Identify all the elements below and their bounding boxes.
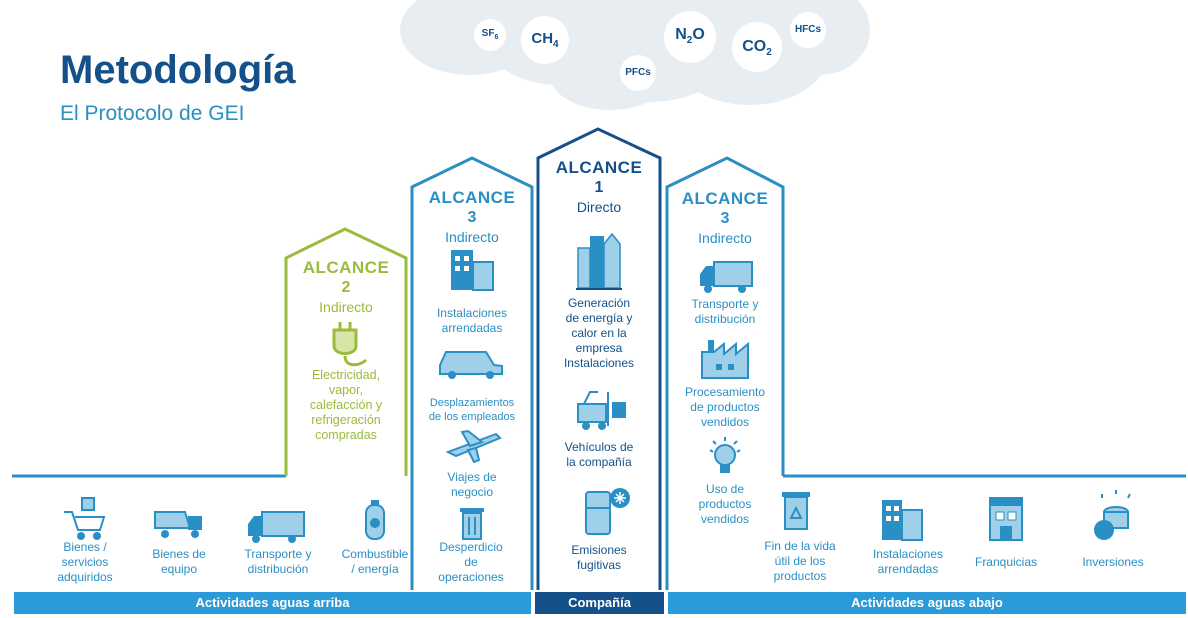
page-subtitle: El Protocolo de GEI bbox=[60, 102, 245, 125]
light-bulb-icon bbox=[709, 437, 741, 473]
scope2-type: Indirecto bbox=[319, 299, 373, 315]
scope3-upstream-house bbox=[410, 156, 534, 590]
scope2-item-electricity: Electricidad, vapor, calefacción y refri… bbox=[309, 368, 383, 442]
upstream-item-fuel: Combustible / energía bbox=[341, 547, 409, 576]
office-building-icon bbox=[451, 250, 494, 291]
scope3-downstream-title: ALCANCE bbox=[681, 189, 769, 208]
scope3-upstream-number: 3 bbox=[467, 209, 477, 226]
scope1-header: ALCANCE 1 Directo bbox=[540, 158, 658, 216]
downstream-item-end-of-life: Fin de la vida útil de los productos bbox=[764, 539, 836, 583]
city-buildings-icon bbox=[576, 232, 622, 290]
gas-cylinder-icon bbox=[365, 500, 385, 540]
gas-ch4: CH4 bbox=[531, 30, 559, 50]
scope3-upstream-item-leased: Instalaciones arrendadas bbox=[436, 306, 508, 335]
power-plug-icon bbox=[332, 322, 368, 367]
scope3-upstream-type: Indirecto bbox=[445, 229, 499, 245]
scope2-number: 2 bbox=[341, 279, 351, 296]
forklift-icon bbox=[577, 391, 626, 430]
scope2-title: ALCANCE bbox=[302, 258, 390, 277]
gas-hfcs: HFCs bbox=[794, 24, 822, 35]
scope1-number: 1 bbox=[594, 179, 604, 196]
scope3-upstream-title: ALCANCE bbox=[428, 188, 516, 207]
downstream-item-franchises: Franquicias bbox=[974, 555, 1038, 569]
scope1-type: Directo bbox=[576, 199, 622, 215]
office-building-icon bbox=[882, 500, 923, 541]
car-icon bbox=[439, 351, 503, 379]
upstream-bar-label: Actividades aguas arriba bbox=[195, 595, 350, 610]
franchise-store-icon bbox=[989, 497, 1023, 541]
delivery-truck-icon bbox=[248, 511, 305, 543]
upstream-item-goods: Bienes / servicios adquiridos bbox=[57, 540, 113, 584]
scope3-upstream-item-travel: Viajes de negocio bbox=[447, 470, 497, 499]
scope3-downstream-item-processing: Procesamiento de productos vendidos bbox=[684, 385, 766, 429]
scope1-title: ALCANCE bbox=[555, 158, 643, 177]
downstream-item-leased: Instalaciones arrendadas bbox=[872, 547, 944, 576]
scope2-header: ALCANCE 2 Indirecto bbox=[288, 258, 404, 316]
scope3-upstream-header: ALCANCE 3 Indirecto bbox=[414, 188, 530, 246]
scope3-downstream-header: ALCANCE 3 Indirecto bbox=[669, 189, 781, 247]
page-title: Metodología bbox=[60, 48, 296, 92]
trash-bin-icon bbox=[460, 508, 484, 540]
downstream-item-investments: Inversiones bbox=[1082, 555, 1144, 569]
delivery-truck-icon bbox=[700, 261, 753, 293]
gas-pfcs: PFCs bbox=[625, 67, 651, 78]
scope3-downstream-type: Indirecto bbox=[698, 230, 752, 246]
airplane-icon bbox=[445, 429, 502, 464]
company-bar bbox=[535, 592, 664, 614]
downstream-bar bbox=[668, 592, 1186, 614]
gas-co2: CO2 bbox=[742, 38, 772, 59]
scope3-downstream-item-transport: Transporte y distribución bbox=[691, 297, 759, 326]
gas-sf6: SF6 bbox=[481, 28, 499, 41]
dump-truck-icon bbox=[154, 511, 202, 538]
downstream-bar-label: Actividades aguas abajo bbox=[851, 595, 1003, 610]
upstream-bar bbox=[14, 592, 531, 614]
shopping-cart-icon bbox=[64, 497, 106, 540]
upstream-item-capital-goods: Bienes de equipo bbox=[152, 547, 206, 576]
scope1-item-vehicles: Vehículos de la compañía bbox=[564, 440, 634, 469]
upstream-item-waste: Desperdicio de operaciones bbox=[438, 540, 504, 584]
gas-bubbles bbox=[474, 11, 826, 91]
scope3-downstream-house bbox=[665, 156, 785, 590]
scope3-upstream-item-commuting: Desplazamientos de los empleados bbox=[428, 397, 516, 423]
recycle-bin-icon bbox=[782, 492, 810, 530]
company-bar-label: Compañía bbox=[568, 595, 631, 610]
gas-n2o: N2O bbox=[675, 26, 705, 47]
scope1-item-fugitive: Emisiones fugitivas bbox=[571, 543, 627, 572]
upstream-item-transport: Transporte y distribución bbox=[244, 547, 312, 576]
coins-icon bbox=[1094, 490, 1131, 540]
refrigerator-icon bbox=[585, 488, 630, 535]
scope1-house bbox=[536, 127, 662, 590]
scope2-house bbox=[284, 227, 408, 476]
scope3-downstream-number: 3 bbox=[720, 210, 730, 227]
scope3-downstream-item-use: Uso de productos vendidos bbox=[698, 482, 752, 526]
scope1-item-generation: Generación de energía y calor en la empr… bbox=[563, 296, 635, 370]
factory-icon bbox=[701, 340, 749, 379]
